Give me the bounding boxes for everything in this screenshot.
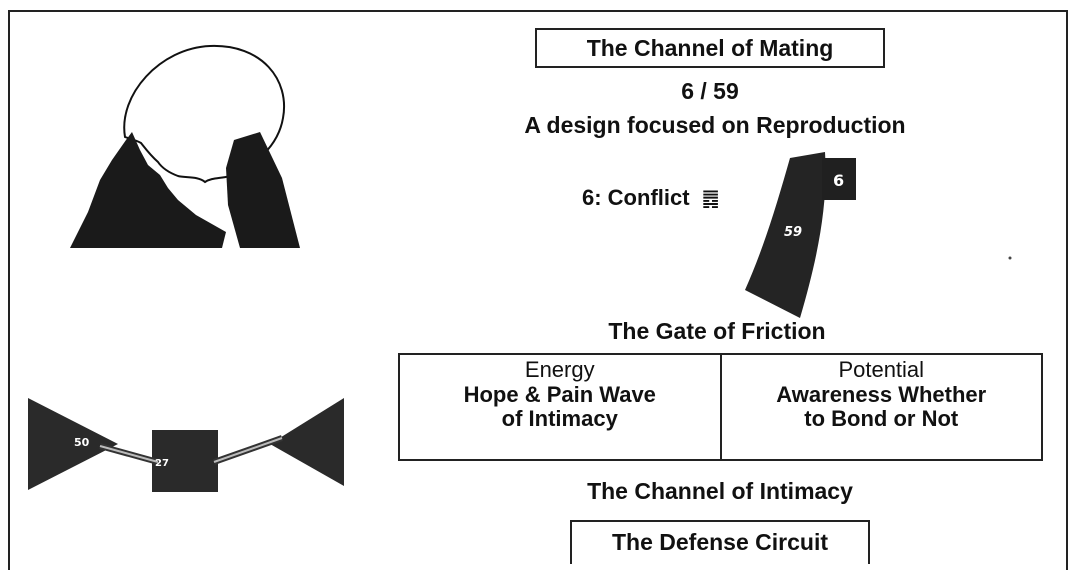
diagram-frame xyxy=(8,10,1068,570)
gate-name: The Gate of Friction xyxy=(608,318,826,344)
energy-cell: Energy Hope & Pain Wave of Intimacy xyxy=(400,355,720,459)
head-outline xyxy=(123,44,286,184)
potential-header: Potential xyxy=(838,357,925,382)
badge-50: 50 xyxy=(74,436,90,449)
design-description: A design focused on Reproduction xyxy=(524,112,906,138)
center-square xyxy=(152,430,218,492)
left-connector-inner xyxy=(99,445,159,463)
right-connector-inner xyxy=(213,437,283,463)
gate-bar xyxy=(745,152,826,318)
gate-6-box xyxy=(822,158,856,200)
left-triangle xyxy=(28,398,118,490)
gate-59-label: 59 xyxy=(784,225,802,240)
chin-shape-left xyxy=(70,132,226,248)
channel-title: The Channel of Mating xyxy=(586,35,834,61)
potential-cell: Potential Awareness Whether to Bond or N… xyxy=(719,355,1042,459)
head-profile-figure xyxy=(70,44,300,248)
gates-pair: 6 / 59 xyxy=(681,78,739,104)
energy-header: Energy xyxy=(524,357,595,382)
hexagram-label: 6: Conflict xyxy=(582,185,690,210)
hexagram-label-row: 6: Conflict ䷅ xyxy=(582,185,720,211)
badge-27: 27 xyxy=(155,458,169,469)
circuit-box: The Defense Circuit xyxy=(570,520,870,564)
channel-subtitle: The Channel of Intimacy xyxy=(587,478,853,504)
channel-title-box: The Channel of Mating xyxy=(535,28,885,68)
hexagram-symbol-icon: ䷅ xyxy=(701,186,720,210)
energy-text: Hope & Pain Wave of Intimacy xyxy=(463,382,656,431)
circuit-name: The Defense Circuit xyxy=(612,529,828,555)
right-triangle xyxy=(270,398,344,486)
energy-potential-table: Energy Hope & Pain Wave of Intimacy Pote… xyxy=(398,353,1043,461)
speck-dot xyxy=(1008,256,1012,260)
shoulder-shape-right xyxy=(226,132,300,248)
potential-text: Awareness Whether to Bond or Not xyxy=(776,382,987,431)
gate-6-label: 6 xyxy=(833,171,844,190)
defense-diagram: 50 27 xyxy=(28,398,344,492)
